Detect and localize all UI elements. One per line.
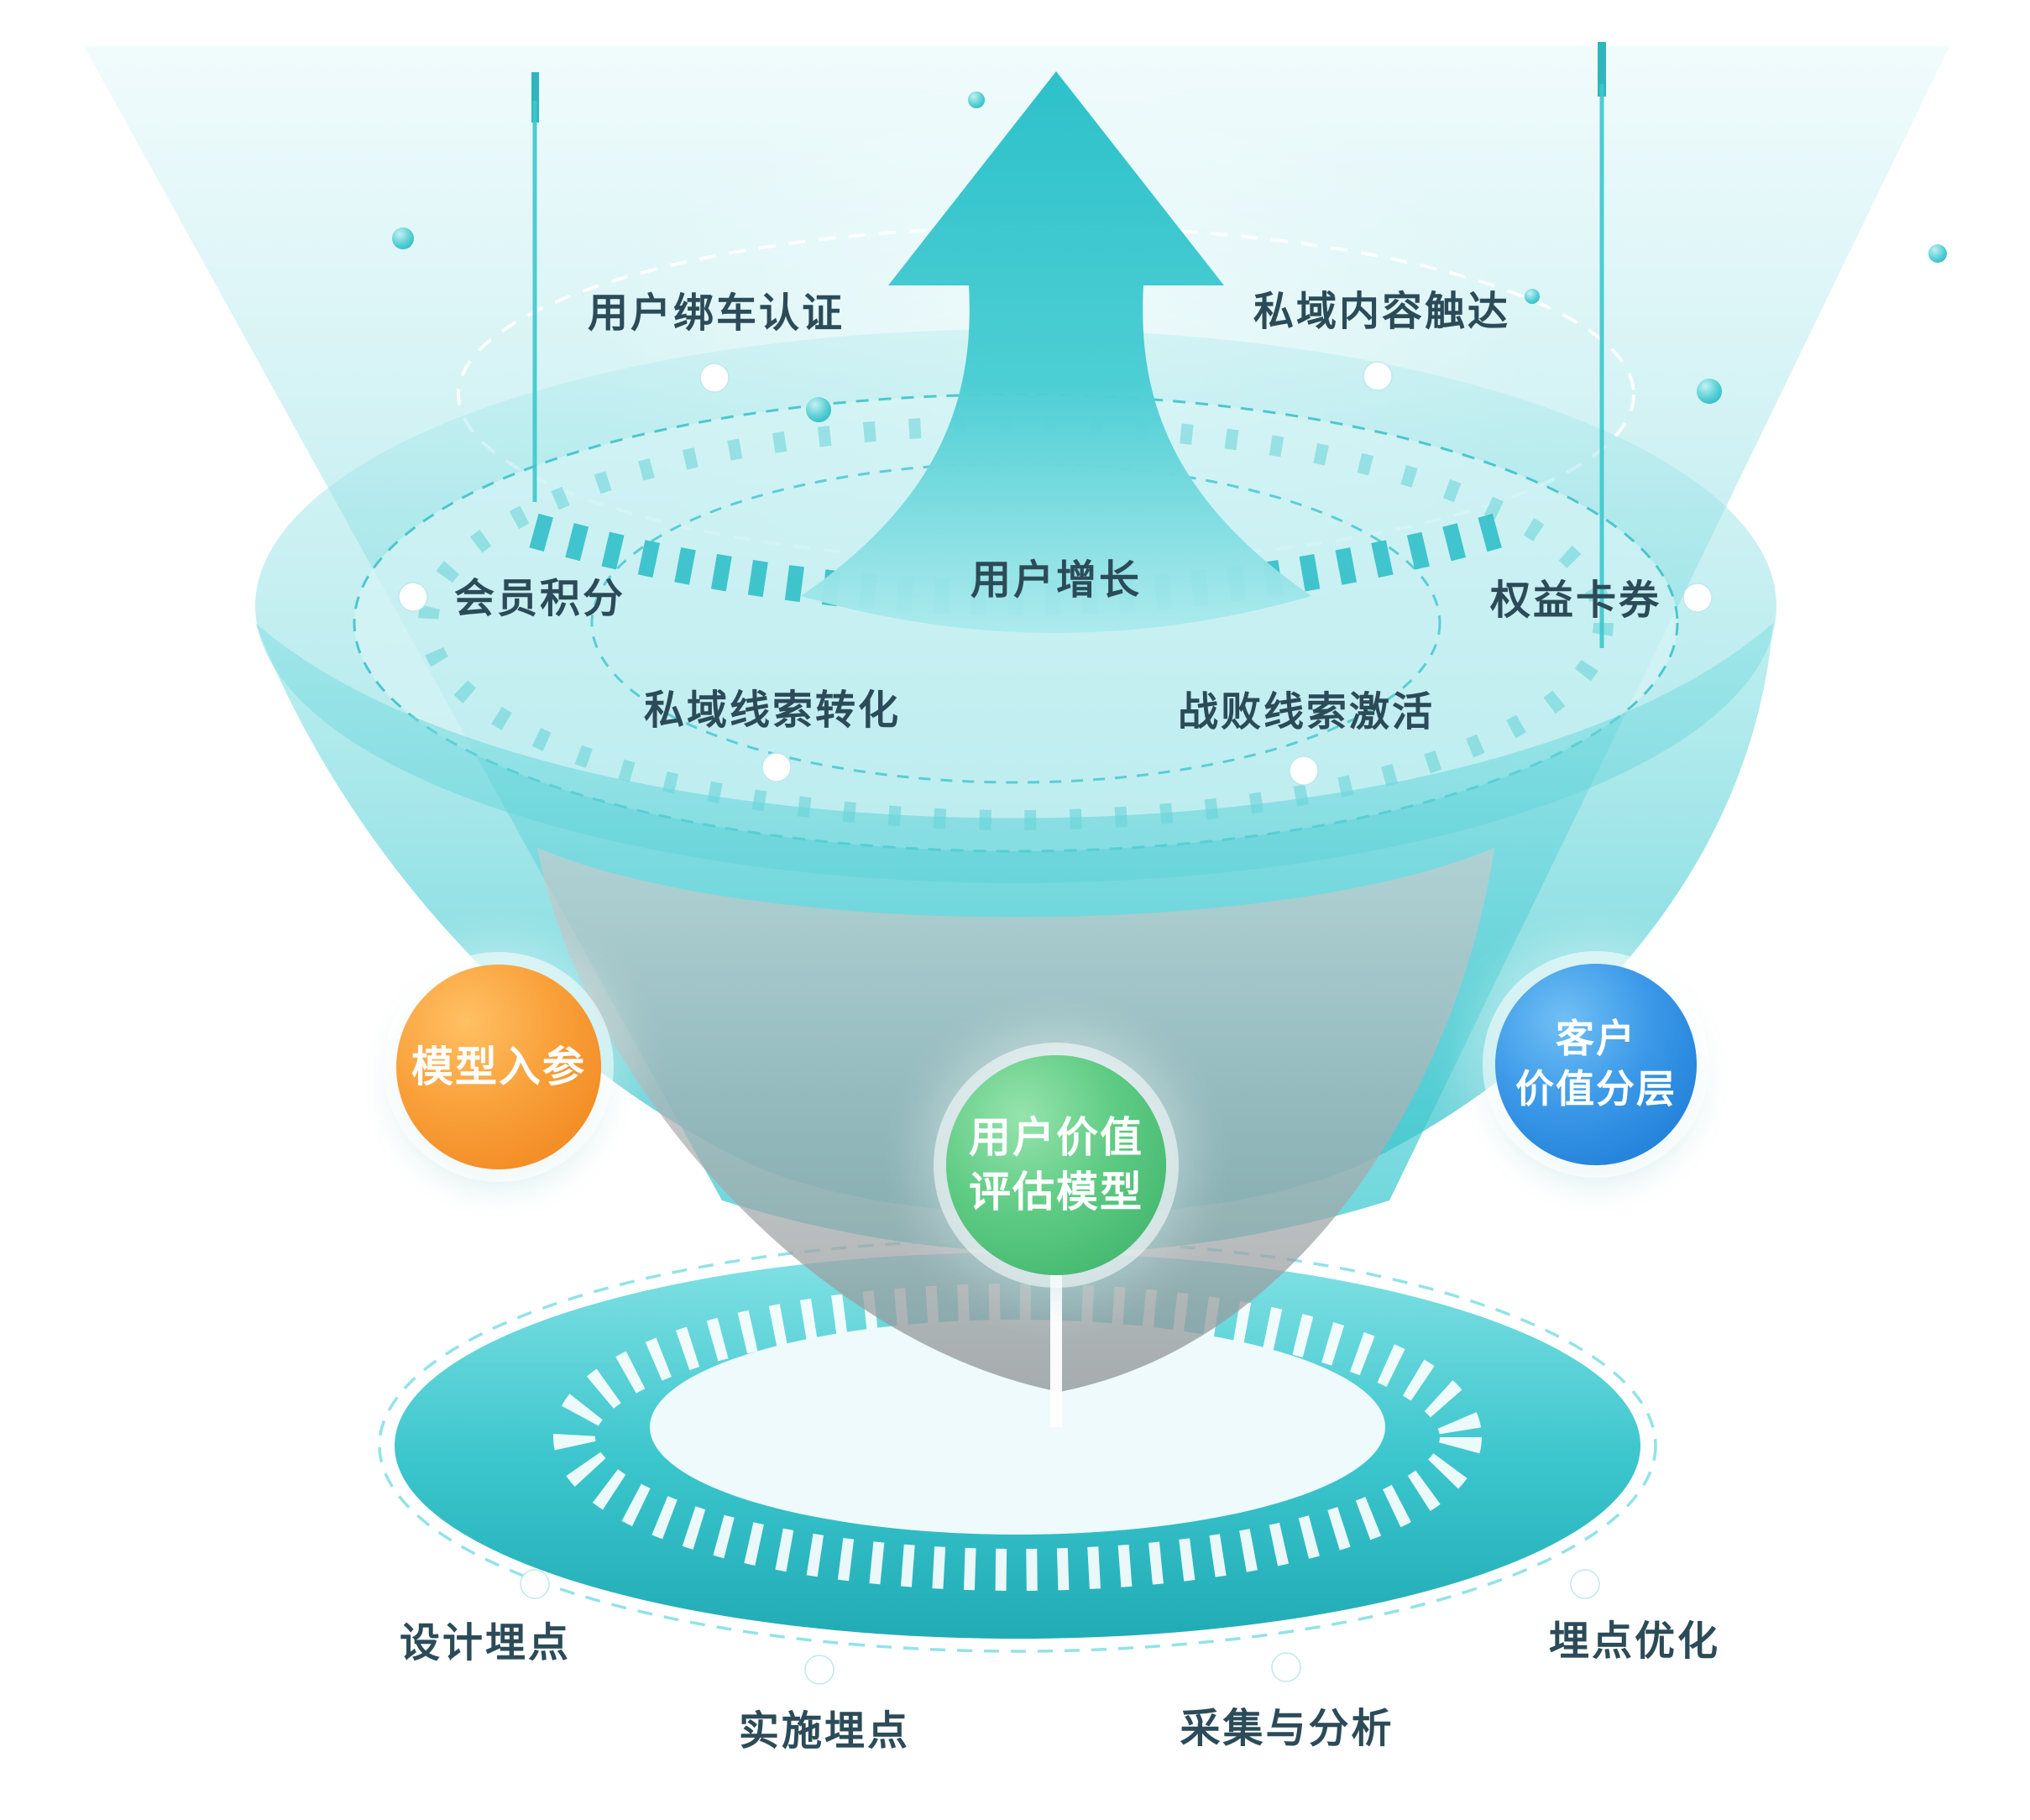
label-design-tracking: 设计埋点 [399, 1621, 572, 1666]
badge-user-value-line1: 用户价值 [969, 1114, 1143, 1161]
node-marker-collection-analysis [1271, 1652, 1301, 1682]
badge-customer-value-line2: 价值分层 [1515, 1067, 1677, 1111]
badge-model-input: 模型入参 [396, 965, 601, 1169]
bubble [1697, 379, 1722, 404]
label-private-reach: 私域内容触达 [1253, 290, 1511, 334]
growth-arrow [801, 71, 1311, 633]
node-marker-member-points [398, 582, 428, 612]
node-marker-private-lead [761, 752, 792, 782]
bubble [968, 92, 985, 108]
node-marker-benefit-coupons [1682, 583, 1713, 613]
node-marker-private-reach [1363, 361, 1393, 391]
label-member-points: 会员积分 [453, 577, 626, 621]
label-collection-analysis: 采集与分析 [1180, 1707, 1394, 1751]
lower-ring-dashed-outline [378, 1238, 1657, 1653]
lower-ring-tick-band [553, 1284, 1482, 1591]
badge-model-input-label: 模型入参 [411, 1043, 586, 1090]
node-marker-lost-lead [1289, 756, 1319, 786]
bubble [1525, 289, 1540, 304]
bubble [392, 228, 414, 249]
node-marker-implement-tracking [804, 1655, 834, 1685]
label-benefit-coupons: 权益卡券 [1489, 578, 1662, 623]
label-lost-lead-activation: 战败线索激活 [1177, 690, 1436, 735]
label-private-lead-conversion: 私域线索转化 [643, 688, 902, 733]
label-implement-tracking: 实施埋点 [738, 1709, 911, 1754]
badge-user-value-line2: 评估模型 [969, 1169, 1143, 1216]
right-guide-line-cap [1598, 42, 1606, 97]
badge-customer-value: 客户 价值分层 [1495, 964, 1697, 1165]
node-marker-bind-auth [699, 363, 730, 393]
bubble [806, 397, 831, 422]
label-tracking-optimization: 埋点优化 [1548, 1619, 1721, 1664]
bubble [1928, 244, 1947, 263]
label-bind-auth: 用户绑车认证 [587, 291, 845, 336]
lower-ring-hole [650, 1320, 1385, 1535]
node-marker-tracking-optimization [1570, 1569, 1600, 1599]
badge-customer-value-line1: 客户 [1556, 1017, 1636, 1061]
label-user-growth: 用户增长 [970, 558, 1143, 603]
node-marker-design-tracking [520, 1569, 550, 1599]
badge-user-value-model: 用户价值 评估模型 [946, 1055, 1166, 1275]
left-guide-line-cap [531, 72, 539, 123]
